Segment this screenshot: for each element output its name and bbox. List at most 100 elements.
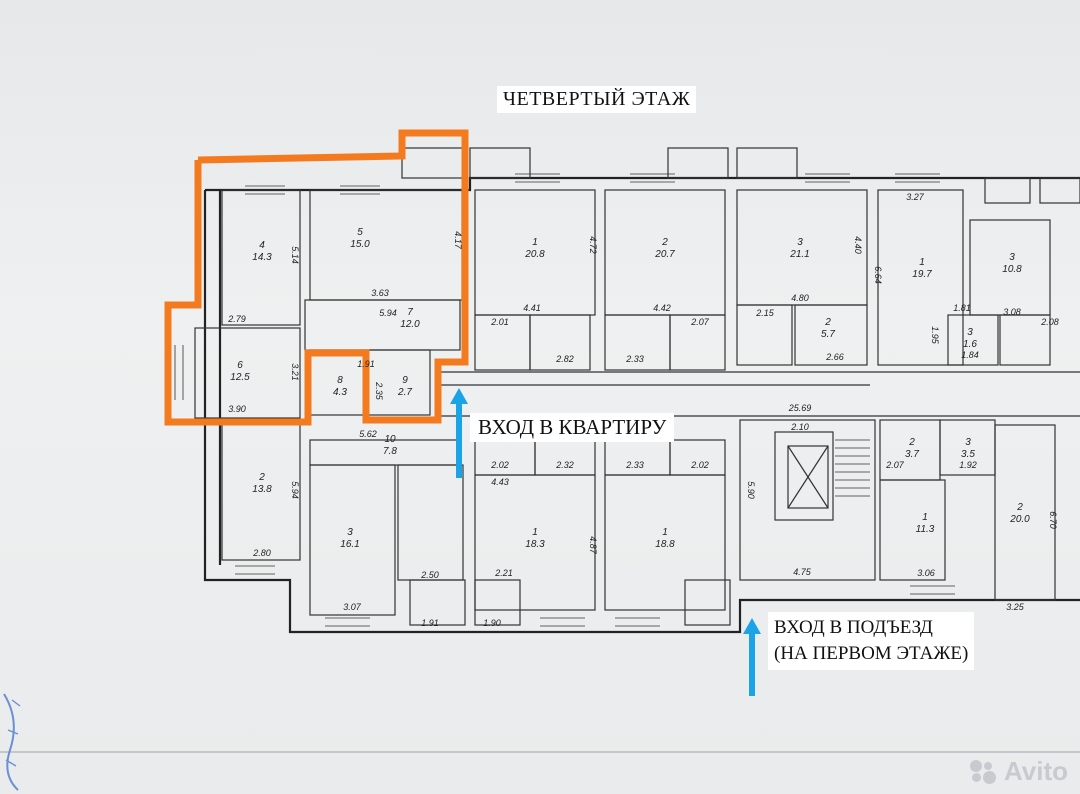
dimension-label: 4.42 [653,303,671,313]
dimension-label: 2.50 [420,570,439,580]
dimension-label: 3.25 [1006,602,1025,612]
room-area: 3.5 [961,449,975,460]
building-entrance-label: ВХОД В ПОДЪЕЗД (НА ПЕРВОМ ЭТАЖЕ) [768,612,975,670]
room-area: 7.8 [383,446,397,457]
building-entrance-arrow-shaft [749,632,755,696]
room-area: 20.0 [1009,514,1030,525]
room-area: 11.3 [916,524,935,535]
apartment-entrance-label: ВХОД В КВАРТИРУ [470,413,675,442]
dimension-label: 3.90 [228,404,246,414]
avito-logo-icon [970,759,1000,784]
dimension-label: 2.32 [555,460,574,470]
room-area: 13.8 [252,484,272,495]
room-number: 6 [237,360,243,371]
room-area: 19.7 [912,269,932,280]
room-area: 12.5 [230,372,250,383]
room-number: 1 [532,237,538,248]
dimension-label: 4.17 [453,231,463,250]
dimension-label: 1.91 [357,359,375,369]
dimension-label: 2.35 [374,381,384,401]
room-number: 2 [908,437,915,448]
room-number: 3 [347,527,353,538]
dimension-label: 2.15 [755,308,775,318]
room-number: 1 [532,527,538,538]
room-area: 18.3 [525,539,545,550]
dimension-label: 1.95 [930,326,940,345]
room-number: 1 [922,512,928,523]
room-number: 3 [965,437,971,448]
dimension-label: 3.27 [906,192,925,202]
dimension-label: 1.92 [959,460,977,470]
apartment-highlight [164,129,469,426]
dimension-label: 1.81 [953,303,971,313]
room-number: 10 [384,434,396,445]
dimension-label: 5.90 [746,481,756,499]
room-area: 12.0 [400,319,420,330]
room-number: 1 [919,257,925,268]
room-number: 2 [824,317,831,328]
dimension-label: 6.70 [1048,511,1058,529]
dimension-label: 4.41 [523,303,541,313]
dimension-label: 2.10 [790,422,809,432]
dimension-label: 6.64 [873,266,883,284]
dimension-label: 5.62 [359,429,377,439]
dimension-label: 2.01 [490,317,509,327]
room-area: 20.7 [654,249,675,260]
dimension-labels: 2.79 5.94 3.63 3.21 3.90 1.91 2.35 5.62 2.80 3.07… [227,192,1059,628]
room-area: 15.0 [350,239,370,250]
dimension-label: 2.08 [1040,317,1059,327]
room-area: 16.1 [340,539,359,550]
dimension-label: 2.02 [490,460,509,470]
building-entrance-line1: ВХОД В ПОДЪЕЗД [774,617,933,638]
dimension-label: 2.80 [252,548,271,558]
dimension-label: 2.07 [885,460,905,470]
room-area: 5.7 [821,329,835,340]
dimension-label: 4.87 [588,536,598,555]
dimension-label: 25.69 [788,403,812,413]
dimension-label: 3.21 [290,363,300,381]
dimension-label: 2.21 [494,568,513,578]
dimension-label: 4.43 [491,477,509,487]
room-number: 3 [1009,252,1015,263]
dimension-label: 3.08 [1003,307,1021,317]
room-number: 3 [797,237,803,248]
dimension-label: 4.75 [793,567,812,577]
dimension-label: 2.82 [555,354,574,364]
room-labels: 414.3515.0612.5712.084.392.7107.8213.831… [230,227,1030,550]
room-number: 5 [357,227,363,238]
room-area: 20.8 [524,249,545,260]
room-number: 2 [1016,502,1023,513]
dimension-label: 1.91 [421,618,439,628]
dimension-label: 4.40 [853,236,863,254]
upper-rooms [194,189,1051,419]
room-area: 1.6 [963,339,977,350]
room-number: 2 [258,472,265,483]
room-area: 18.8 [655,539,675,550]
room-area: 3.7 [905,449,919,460]
dimension-label: 2.66 [825,352,844,362]
dimension-label: 2.07 [690,317,710,327]
lower-rooms [221,419,1056,626]
room-area: 21.1 [789,249,809,260]
dimension-label: 3.63 [371,288,389,298]
dimension-label: 2.02 [690,460,709,470]
dimension-label: 4.72 [588,236,598,254]
building-entrance-line2: (НА ПЕРВОМ ЭТАЖЕ) [774,643,969,664]
balconies [401,147,1080,204]
room-number: 3 [967,327,973,338]
dimension-label: 1.90 [483,618,501,628]
building-entrance-arrow-head [743,618,761,634]
room-area: 4.3 [333,387,347,398]
room-number: 8 [337,375,343,386]
dimension-label: 5.94 [290,481,300,499]
room-number: 1 [662,527,668,538]
dimension-label: 2.33 [625,460,644,470]
dimension-label: 3.07 [343,602,362,612]
apartment-entrance-arrow-shaft [456,402,462,478]
windows [174,173,955,627]
room-area: 2.7 [397,387,412,398]
outer-walls [203,176,1080,634]
dimension-label: 2.79 [227,314,246,324]
